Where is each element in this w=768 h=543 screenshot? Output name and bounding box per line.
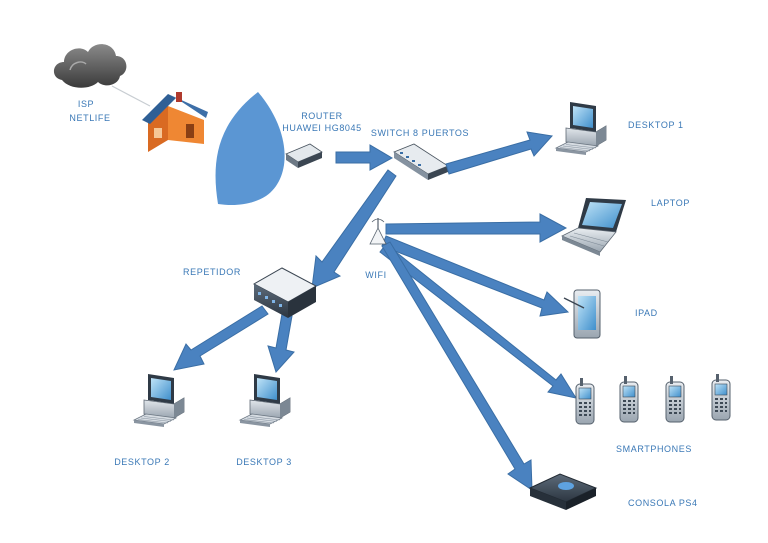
arrow-wifi-to-laptop — [385, 213, 568, 243]
router-model-label: HUAWEI HG8045 — [282, 123, 362, 133]
smartphone-icon — [575, 377, 595, 425]
wifi-antenna-icon — [369, 218, 387, 245]
connection-arrows — [173, 131, 578, 491]
arrow-wifi-to-ipad — [381, 235, 570, 317]
smartphone-icon — [665, 375, 685, 423]
desktop-2-label: DESKTOP 2 — [114, 457, 170, 467]
arrow-switch-to-repeater — [311, 169, 397, 289]
ipad-label: IPAD — [635, 308, 658, 318]
switch-label: SWITCH 8 PUERTOS — [371, 128, 469, 138]
desktop-3-label: DESKTOP 3 — [236, 457, 292, 467]
desktop-1-label: DESKTOP 1 — [628, 120, 684, 130]
arrow-router-to-switch — [335, 144, 394, 171]
arrow-repeater-to-desktop3 — [267, 313, 295, 373]
router-icon — [285, 143, 323, 168]
repeater-label: REPETIDOR — [183, 267, 241, 277]
console-label: CONSOLA PS4 — [628, 498, 698, 508]
game-console-icon — [528, 473, 598, 510]
arrow-repeater-to-desktop2 — [173, 305, 269, 371]
desktop-1-icon — [555, 101, 607, 156]
repeater-icon — [252, 267, 318, 318]
cloud-icon — [53, 44, 127, 88]
netlife-label: NETLIFE — [69, 113, 110, 123]
laptop-label: LAPTOP — [651, 198, 690, 208]
wifi-label: WIFI — [365, 270, 386, 280]
laptop-icon — [561, 198, 626, 256]
smartphone-icon — [619, 375, 639, 423]
arrow-switch-to-desktop1 — [445, 131, 553, 175]
house-icon — [142, 92, 208, 152]
isp-label: ISP — [78, 99, 94, 109]
router-label: ROUTER — [301, 111, 343, 121]
desktop-3-icon — [239, 373, 291, 428]
arrow-wifi-to-smartphones — [379, 243, 578, 399]
arrow-wifi-to-console — [381, 241, 533, 491]
isp-link-line — [111, 85, 151, 107]
tablet-icon — [563, 289, 601, 339]
smartphones-label: SMARTPHONES — [616, 444, 692, 454]
smartphone-icon — [711, 373, 731, 421]
switch-icon — [393, 143, 449, 180]
satellite-dish-icon — [215, 92, 285, 206]
desktop-2-icon — [133, 373, 185, 428]
